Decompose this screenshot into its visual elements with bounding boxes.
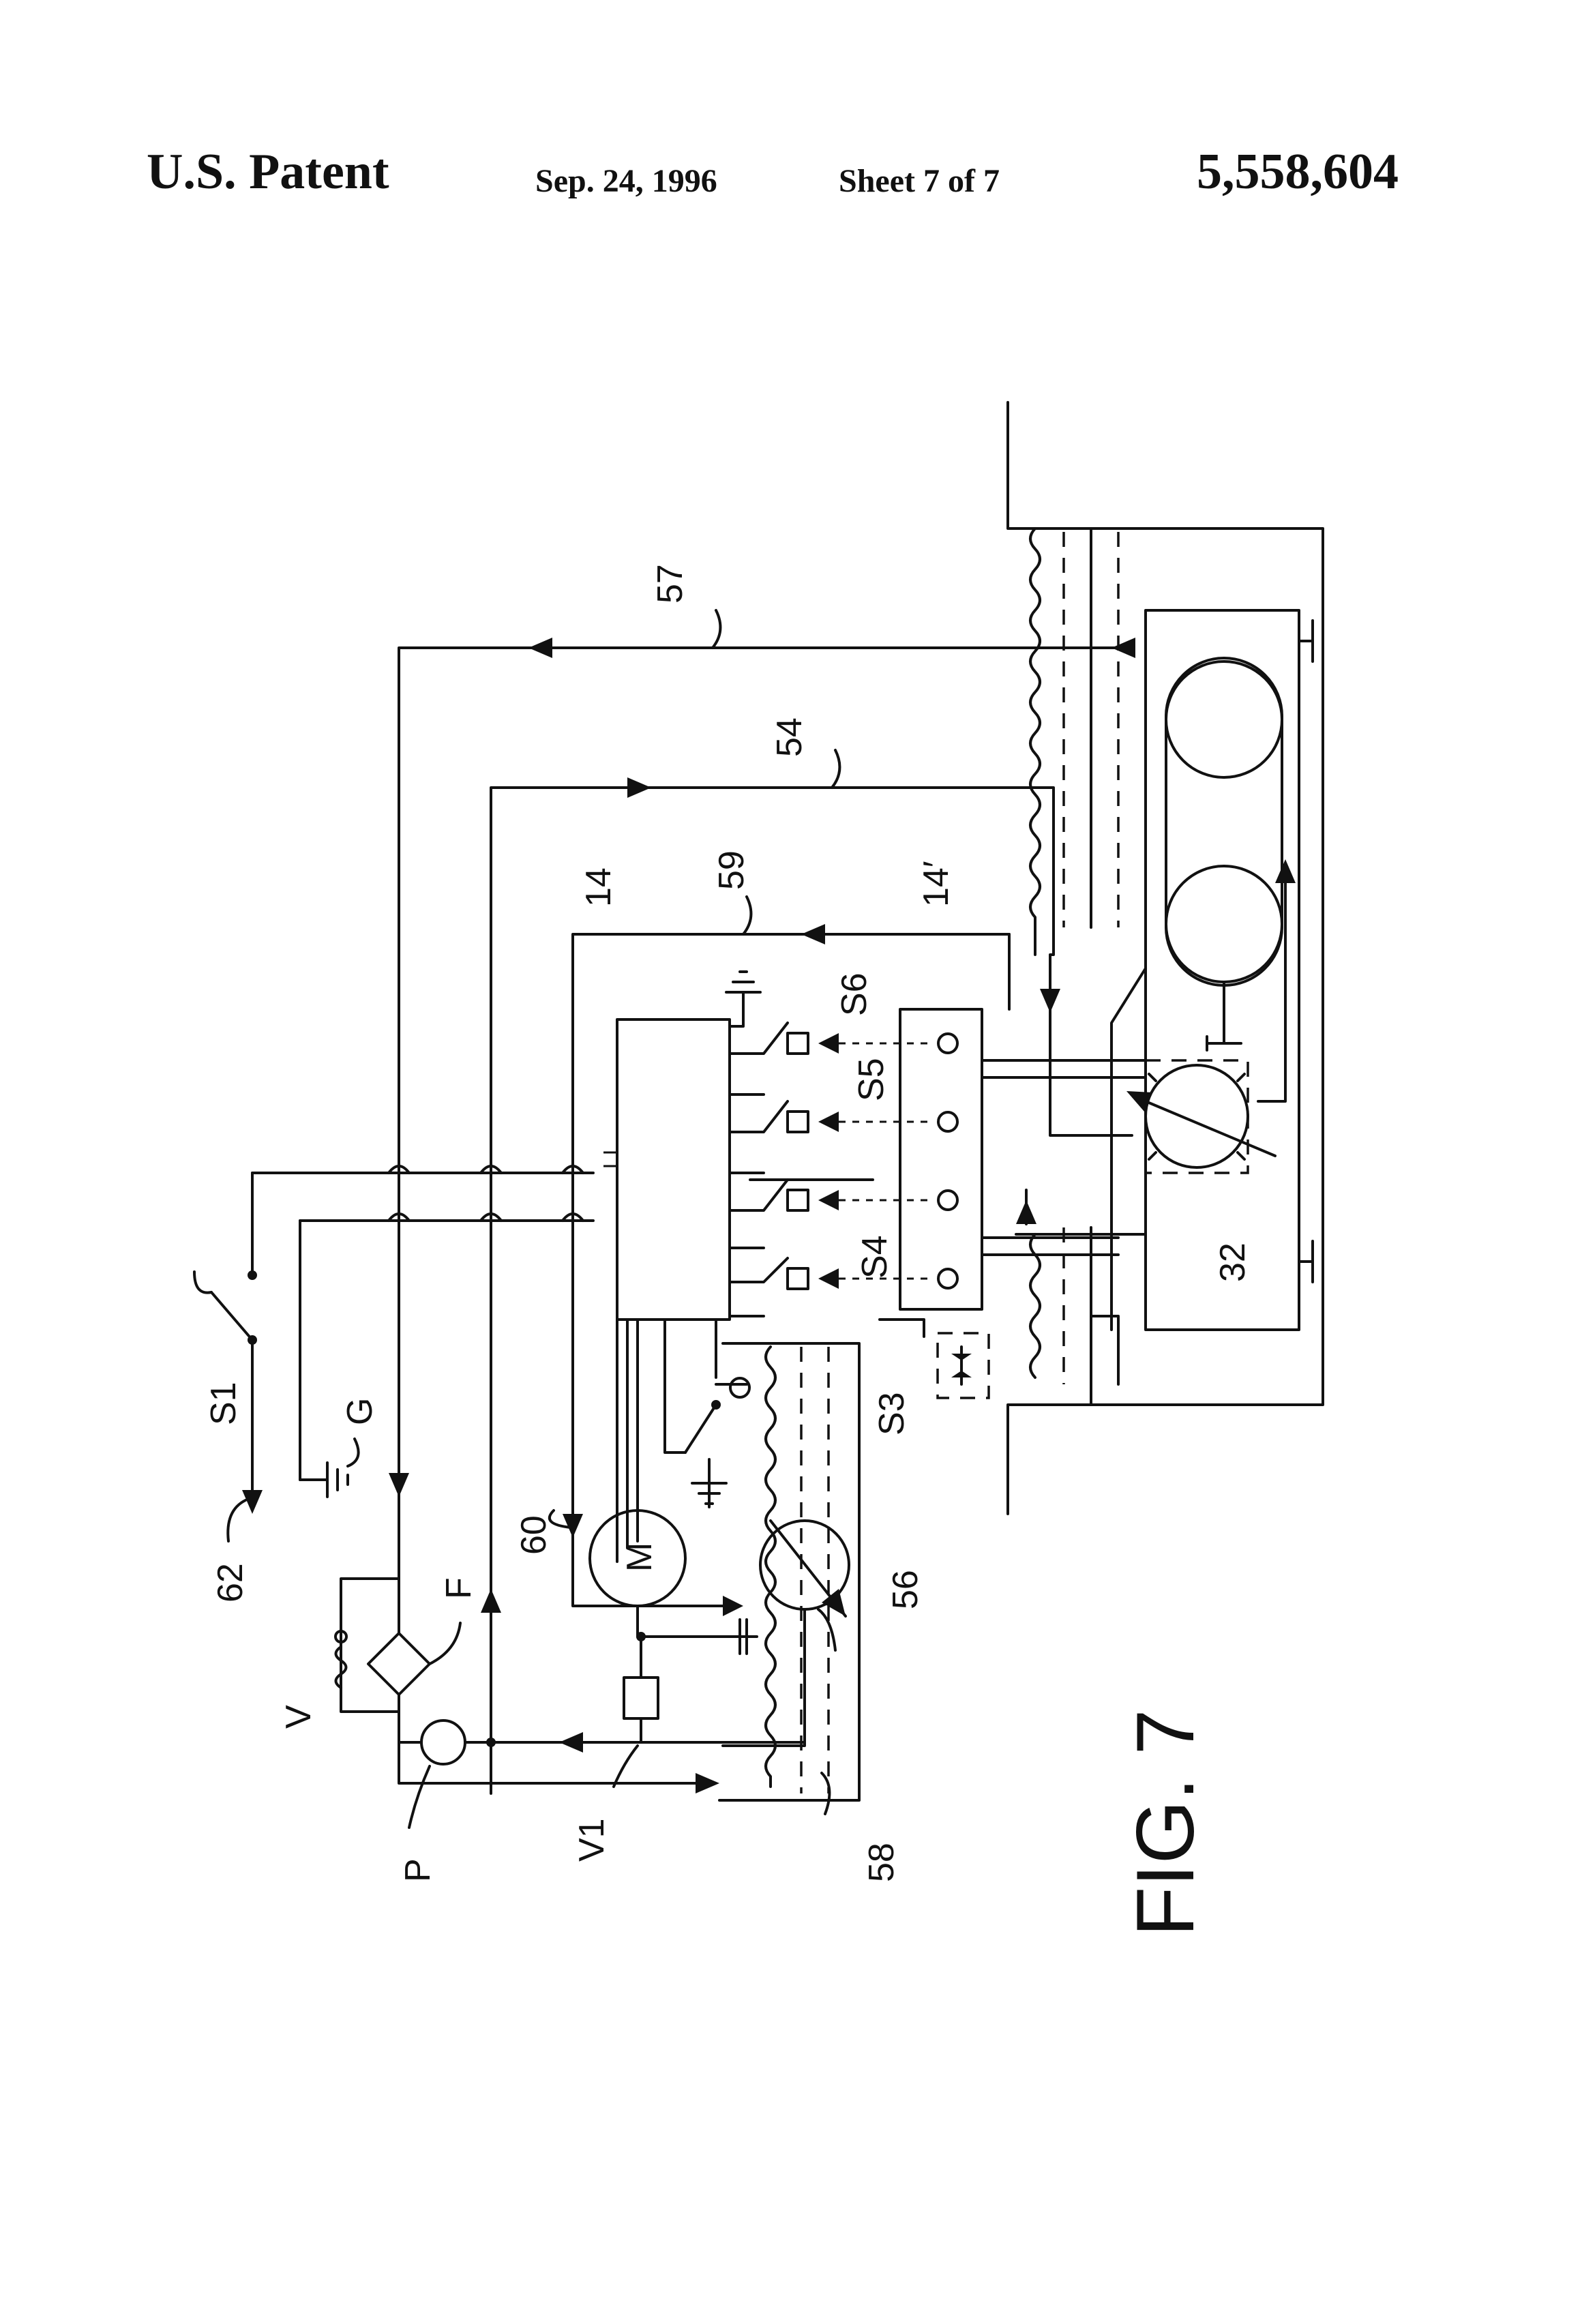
label-59: 59	[712, 850, 751, 890]
label-s3: S3	[872, 1392, 912, 1435]
label-s4: S4	[855, 1235, 895, 1279]
switch-s1	[193, 1270, 263, 1543]
label-14-prime: 14′	[916, 861, 956, 907]
line-59	[563, 895, 1011, 1616]
label-s1: S1	[204, 1382, 243, 1425]
wiring-s1	[251, 1165, 595, 1481]
arrow-right-icon	[627, 777, 651, 798]
label-p: P	[398, 1858, 438, 1882]
label-62: 62	[211, 1563, 250, 1603]
page-header: U.S. Patent Sep. 24, 1996 Sheet 7 of 7 5…	[0, 0, 1582, 273]
label-g: G	[340, 1398, 380, 1425]
hydraulic-left	[334, 1567, 806, 1829]
label-m: M	[620, 1543, 659, 1572]
arrow-adjust-icon	[1126, 1091, 1152, 1112]
label-14: 14	[579, 867, 618, 907]
arrow-up-icon	[481, 1589, 501, 1613]
label-s5: S5	[852, 1058, 891, 1101]
arrow-down-icon	[242, 1490, 263, 1514]
patent-number: 5,558,604	[1197, 144, 1399, 200]
label-57: 57	[651, 564, 690, 604]
arrow-left-icon	[818, 1112, 839, 1132]
line-54	[481, 749, 1133, 1795]
left-tank-58	[718, 1342, 861, 1815]
patent-office: U.S. Patent	[147, 144, 389, 200]
label-s6: S6	[835, 972, 874, 1016]
arrow-adjust-icon	[822, 1589, 846, 1616]
valve-block-14-prime	[818, 1008, 1147, 1311]
label-v1: V1	[572, 1818, 612, 1862]
arrow-left-icon	[559, 1732, 583, 1753]
label-56: 56	[886, 1570, 925, 1609]
arrow-left-icon	[818, 1033, 839, 1054]
arrow-down-icon	[563, 1514, 583, 1538]
dock-outline	[1006, 401, 1324, 1515]
arrow-right-icon	[723, 1596, 743, 1616]
arrow-left-icon	[818, 1268, 839, 1289]
patent-date: Sep. 24, 1996	[535, 163, 717, 199]
arrow-left-icon	[1111, 638, 1135, 658]
figure-labels: 57 54 59 14 14′ S6 S5 S4 S3 S1 G 62 60 M…	[204, 564, 1253, 1937]
motor-60	[548, 1509, 758, 1655]
arrow-down-icon	[389, 1473, 409, 1497]
label-54: 54	[770, 717, 809, 757]
controller-14	[603, 970, 874, 1321]
float-switch	[616, 1318, 751, 1563]
label-60: 60	[514, 1515, 554, 1555]
arrow-down-icon	[1040, 989, 1060, 1013]
sheet-number: Sheet 7 of 7	[839, 163, 1000, 199]
label-32: 32	[1213, 1242, 1253, 1282]
arrow-left-icon	[528, 638, 552, 658]
small-valve	[878, 1315, 1120, 1399]
component-32	[1126, 1059, 1277, 1174]
label-f: F	[439, 1577, 479, 1599]
vessel	[1110, 609, 1314, 1331]
label-58: 58	[862, 1843, 901, 1882]
ground-g	[299, 1437, 360, 1498]
pump-56	[721, 1519, 850, 1747]
arrow-right-icon	[696, 1773, 719, 1793]
arrow-up-icon	[1275, 859, 1296, 883]
line-57	[389, 609, 1135, 1570]
label-v: V	[279, 1705, 318, 1729]
arrow-left-icon	[801, 924, 825, 944]
ground-motor	[691, 1458, 728, 1508]
figure-title: FIG. 7	[1120, 1710, 1211, 1937]
right-tank	[1029, 527, 1120, 1406]
arrow-left-icon	[818, 1190, 839, 1210]
